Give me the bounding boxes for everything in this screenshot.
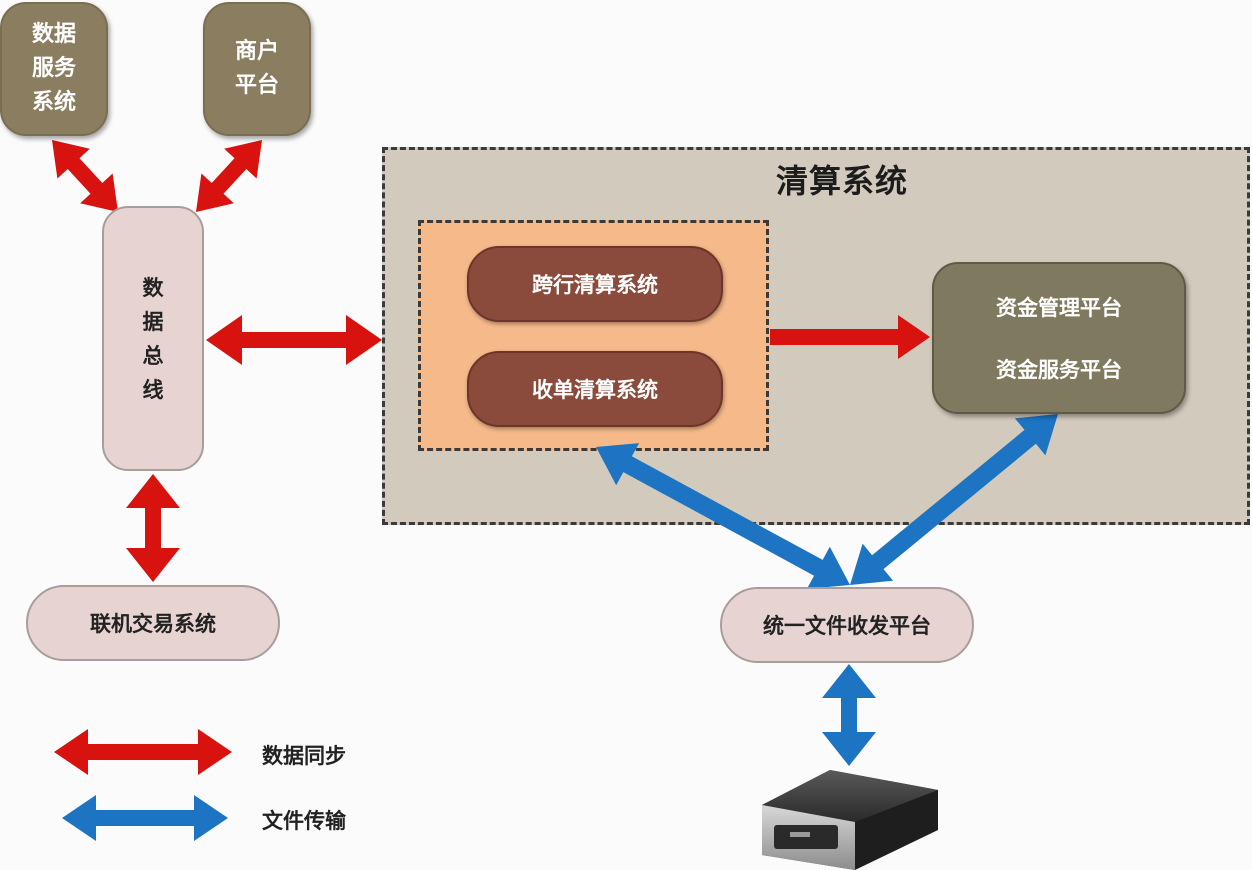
arrow-merchant-bus (196, 140, 262, 212)
arrow-shape (54, 729, 232, 775)
arrow-shape (596, 443, 850, 589)
legend-file-transfer-label: 文件传输 (262, 809, 346, 833)
arrow-bus-clearing (206, 315, 382, 365)
arrow-shape (62, 795, 228, 841)
merchant-platform-node: 商户 平台 (203, 2, 311, 136)
arrow-data-service-bus (52, 140, 118, 212)
arrow-clearing-file-platform (596, 443, 850, 589)
legend-transfer-arrow (62, 795, 228, 841)
acquiring-clearing-node: 收单清算系统 (467, 351, 723, 427)
arrow-bus-online-trading (126, 474, 180, 582)
arrow-shape (196, 140, 262, 212)
fund-management-label: 资金管理平台 (996, 296, 1122, 320)
arrow-shape (52, 140, 118, 212)
arrow-shape (822, 664, 876, 766)
arrow-shape (126, 474, 180, 582)
arrow-file-platform-server (822, 664, 876, 766)
arrow-shape (770, 315, 930, 359)
arrow-shape (206, 315, 382, 365)
arrow-shape (850, 414, 1058, 585)
legend-data-sync-label: 数据同步 (262, 744, 346, 768)
file-exchange-platform-node: 统一文件收发平台 (720, 587, 974, 663)
server-icon (762, 770, 938, 870)
legend-sync-arrow (54, 729, 232, 775)
data-service-system-node: 数据 服务 系统 (0, 2, 108, 136)
data-bus-node: 数 据 总 线 (102, 206, 204, 471)
online-trading-system-node: 联机交易系统 (26, 585, 280, 661)
arrow-fund-file-platform (850, 414, 1058, 585)
cross-bank-clearing-node: 跨行清算系统 (467, 246, 723, 322)
clearing-system-title: 清算系统 (776, 162, 909, 200)
arrow-clearing-fund (770, 315, 930, 359)
fund-platform-node: 资金管理平台 资金服务平台 (932, 262, 1186, 414)
fund-service-label: 资金服务平台 (996, 358, 1122, 382)
